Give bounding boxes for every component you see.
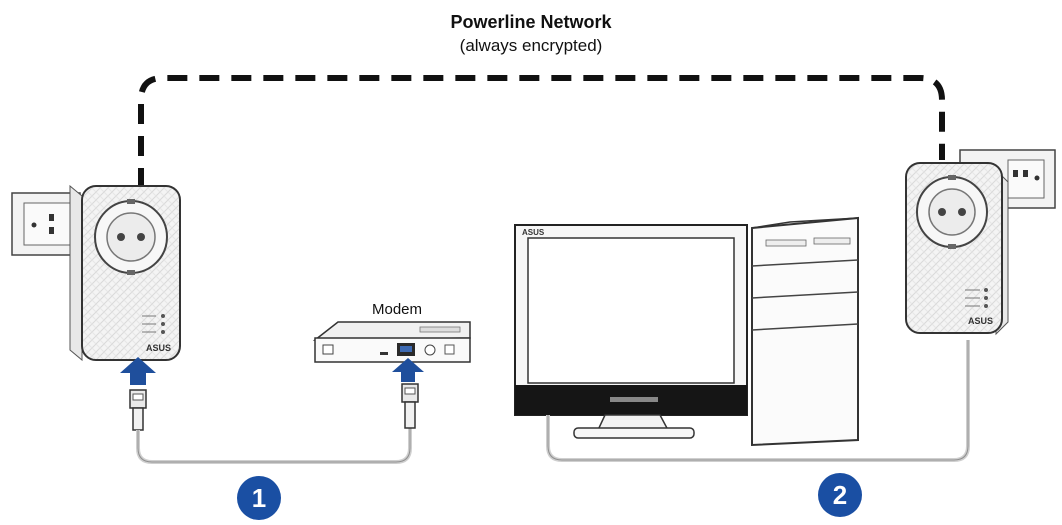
monitor-brand: ASUS	[522, 228, 545, 237]
left-plug-arrow-icon	[120, 357, 156, 385]
modem-plug-arrow-icon	[392, 358, 424, 382]
computer-monitor: ASUS	[514, 224, 748, 439]
left-wall-outlet	[11, 192, 81, 256]
modem-device	[312, 321, 471, 363]
right-adapter-brand: ASUS	[968, 316, 993, 326]
left-adapter-brand: ASUS	[146, 343, 171, 353]
modem-label: Modem	[371, 301, 423, 318]
left-powerline-adapter: ASUS	[69, 184, 181, 362]
left-ethernet-plug	[120, 357, 156, 431]
powerline-network-title: Powerline Network	[450, 12, 612, 32]
modem-ethernet-plug	[392, 358, 424, 429]
ethernet-cable-1	[136, 428, 412, 464]
powerline-network-subtitle: (always encrypted)	[459, 36, 603, 55]
computer-tower	[751, 216, 859, 447]
step-1-badge: 1	[237, 476, 281, 520]
powerline-dashed-link	[138, 75, 945, 188]
step-2-badge: 2	[818, 473, 862, 517]
right-powerline-adapter: ASUS	[905, 162, 1009, 336]
